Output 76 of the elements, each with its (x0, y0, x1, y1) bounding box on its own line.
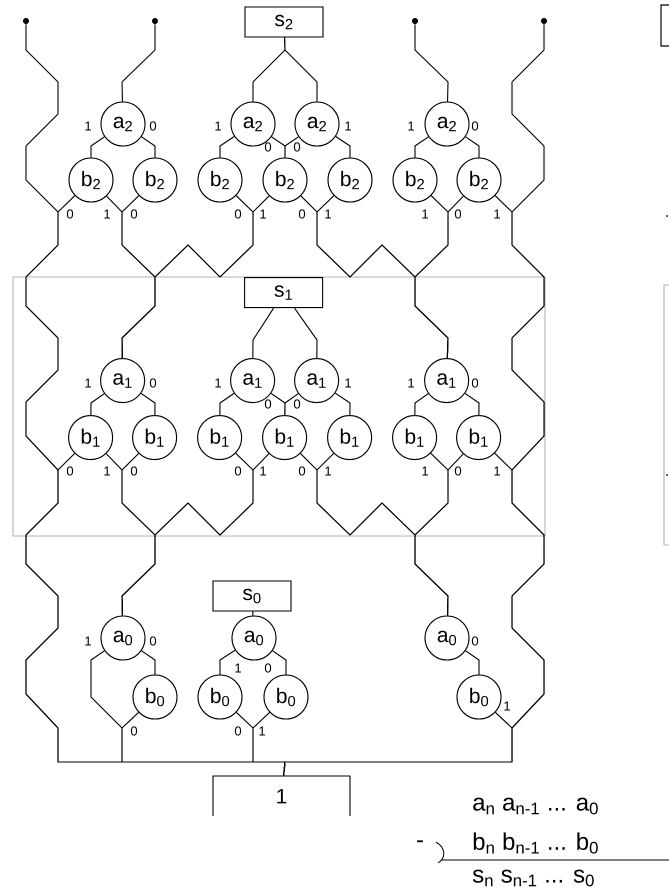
wire (414, 196, 464, 358)
edge-label: 0 (298, 209, 306, 219)
edge-label: 0 (264, 663, 272, 673)
constant-box: 1 (212, 775, 351, 816)
edge-label: 0 (472, 121, 478, 131)
wire (90, 136, 105, 158)
edge-label: 1 (104, 466, 110, 476)
wire (121, 24, 156, 102)
group-frame (12, 276, 546, 536)
edge-label: 1 (85, 122, 91, 130)
equation-text: s$_{n}$ s$_{n-1}$ ... s$_{0}$ (472, 870, 594, 886)
edge-label: 1 (259, 726, 265, 736)
equation-text: b$_{n}$ b$_{n-1}$ ... b$_{0}$ (474, 832, 598, 854)
wire (335, 136, 351, 158)
edge-label: 0 (150, 378, 156, 388)
edge-label: 1 (504, 702, 510, 710)
equation-text: a$_{n}$ a$_{n-1}$ ... a$_{0}$ (473, 798, 598, 814)
edge-label: 0 (454, 466, 462, 476)
edge-label: 1 (494, 466, 500, 476)
edge-label: 0 (150, 121, 156, 131)
sum-box: s$_{2}$ (244, 6, 324, 38)
wire (284, 38, 318, 102)
edge-label: 1 (215, 378, 221, 388)
wire (294, 308, 318, 358)
wire (465, 650, 480, 674)
edge-label: 0 (150, 636, 156, 646)
edge-label: 1 (325, 466, 331, 476)
wire (465, 136, 480, 158)
wire (464, 392, 480, 416)
wire (414, 454, 464, 616)
edge-label: 0 (234, 209, 242, 219)
edge-label: 0 (66, 209, 74, 219)
edge-label: 0 (454, 209, 462, 219)
edge-label: 0 (66, 466, 74, 476)
sum-box: s$_{0}$ (212, 580, 292, 612)
edge-label: 0 (130, 209, 138, 219)
wire (252, 612, 254, 616)
wire (284, 136, 299, 158)
edge-label: 1 (422, 210, 428, 218)
edge-label: 0 (298, 466, 306, 476)
wire (414, 136, 429, 158)
wire (141, 650, 156, 674)
wire (284, 393, 299, 416)
edge-label: 1 (494, 210, 500, 218)
edge-label: 1 (104, 210, 110, 218)
edge-label: 0 (472, 378, 478, 388)
edge-label: 0 (234, 726, 242, 736)
edge-label: 1 (85, 378, 91, 388)
edge-label: 0 (472, 636, 478, 646)
edge-label: 1 (408, 378, 414, 388)
edge-label: 0 (130, 726, 138, 736)
wire (140, 392, 156, 416)
edge-label: 1 (345, 122, 351, 130)
edge-label: 1 (260, 210, 266, 218)
edge-label: 1 (345, 378, 351, 388)
edge-label: 1 (422, 466, 428, 476)
sum-box: s$_{1}$ (244, 277, 324, 308)
edge-label: 1 (408, 122, 414, 130)
wire (335, 392, 351, 416)
wire (141, 136, 156, 158)
edge-label: 1 (85, 636, 91, 646)
wire (414, 24, 449, 102)
wire (252, 308, 274, 358)
wire (272, 650, 287, 674)
edge-label: 0 (130, 466, 138, 476)
wire (90, 393, 105, 416)
wire (219, 136, 235, 158)
edge-label: 0 (234, 466, 242, 476)
wire (219, 650, 236, 674)
edge-label: 1 (215, 122, 221, 130)
edge-label: 1 (260, 466, 266, 476)
minus-sign: - (417, 840, 423, 842)
edge-label: 1 (235, 664, 241, 672)
edge-label: 1 (325, 210, 331, 218)
wire (219, 392, 234, 416)
wire (414, 393, 429, 416)
